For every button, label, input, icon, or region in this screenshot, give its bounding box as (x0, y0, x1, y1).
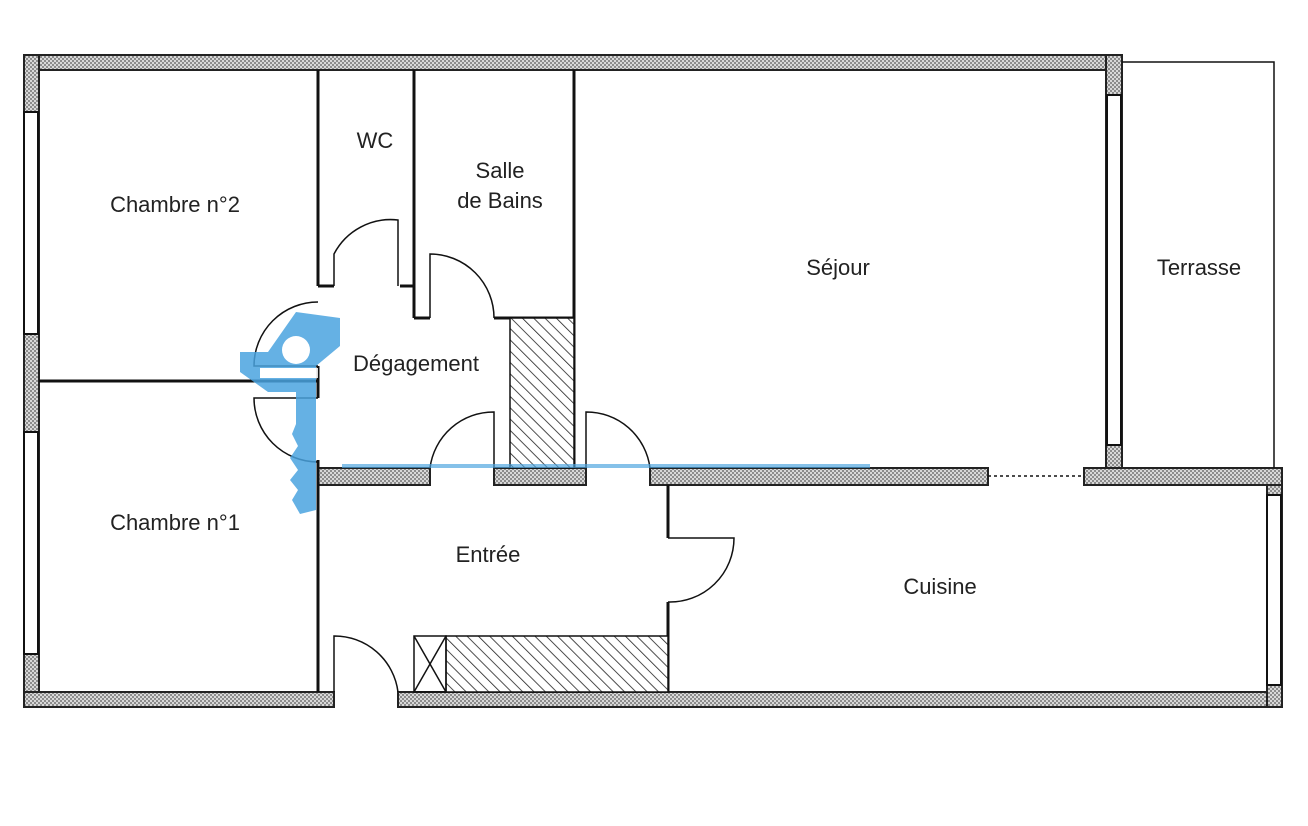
label-salle-de-bains-2: de Bains (457, 188, 543, 213)
door-wc (333, 218, 399, 286)
window-chambre-1 (23, 431, 39, 655)
shaft-hatch (509, 317, 575, 469)
house-key-icon (240, 312, 870, 514)
label-degagement: Dégagement (353, 351, 479, 376)
hatched-areas (413, 317, 669, 693)
label-entree: Entrée (456, 542, 521, 567)
windows (23, 94, 1282, 686)
label-terrasse: Terrasse (1157, 255, 1241, 280)
label-sejour: Séjour (806, 255, 870, 280)
window-sejour (1106, 94, 1122, 446)
label-salle-de-bains-1: Salle (476, 158, 525, 183)
door-salle-de-bains (429, 253, 495, 319)
window-chambre-2 (23, 111, 39, 335)
doors (253, 218, 735, 693)
room-labels: Chambre n°2 WC Salle de Bains Séjour Ter… (110, 128, 1241, 599)
window-cuisine (1266, 494, 1282, 686)
door-sejour (585, 411, 651, 469)
door-entree-degagement (429, 411, 495, 469)
label-wc: WC (357, 128, 394, 153)
label-chambre-2: Chambre n°2 (110, 192, 240, 217)
label-chambre-1: Chambre n°1 (110, 510, 240, 535)
door-cuisine (667, 537, 735, 603)
door-entrance (333, 635, 399, 693)
label-cuisine: Cuisine (903, 574, 976, 599)
terrasse-outline (988, 61, 1275, 477)
closet-cross (413, 635, 447, 693)
closet-hatch (445, 635, 669, 693)
